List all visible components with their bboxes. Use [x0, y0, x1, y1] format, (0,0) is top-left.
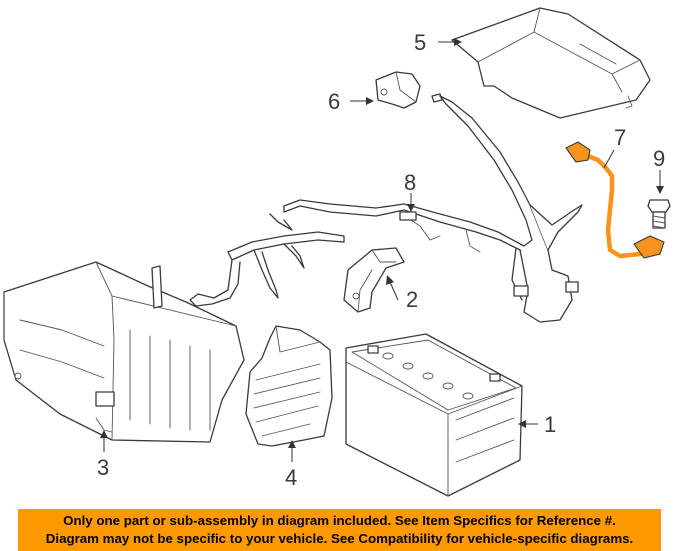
bolt: [647, 199, 671, 229]
battery-tray: [3, 261, 245, 443]
callout-4: 4: [285, 465, 297, 490]
wiring-harness: [189, 95, 583, 323]
callout-5: 5: [414, 30, 426, 55]
harness-bracket: [343, 247, 405, 313]
disclaimer-banner: Only one part or sub-assembly in diagram…: [18, 509, 661, 551]
callout-7: 7: [614, 125, 626, 150]
battery: [345, 333, 523, 497]
callout-9: 9: [653, 146, 665, 171]
callout-8: 8: [404, 170, 416, 195]
fuse-box-cover: [451, 7, 651, 119]
battery-cable: [565, 141, 665, 259]
callout-2: 2: [406, 287, 418, 312]
disclaimer-line-1: Only one part or sub-assembly in diagram…: [63, 513, 616, 528]
callout-6: 6: [328, 89, 340, 114]
callout-leaders: [100, 38, 664, 462]
callout-1: 1: [544, 412, 556, 437]
heat-shield: [245, 325, 333, 447]
disclaimer-line-2: Diagram may not be specific to your vehi…: [45, 531, 634, 546]
callout-3: 3: [97, 455, 109, 480]
terminal-clamp: [375, 71, 443, 109]
parts-diagram: 5 6 7 9 8 2 3 4 1: [3, 7, 671, 497]
